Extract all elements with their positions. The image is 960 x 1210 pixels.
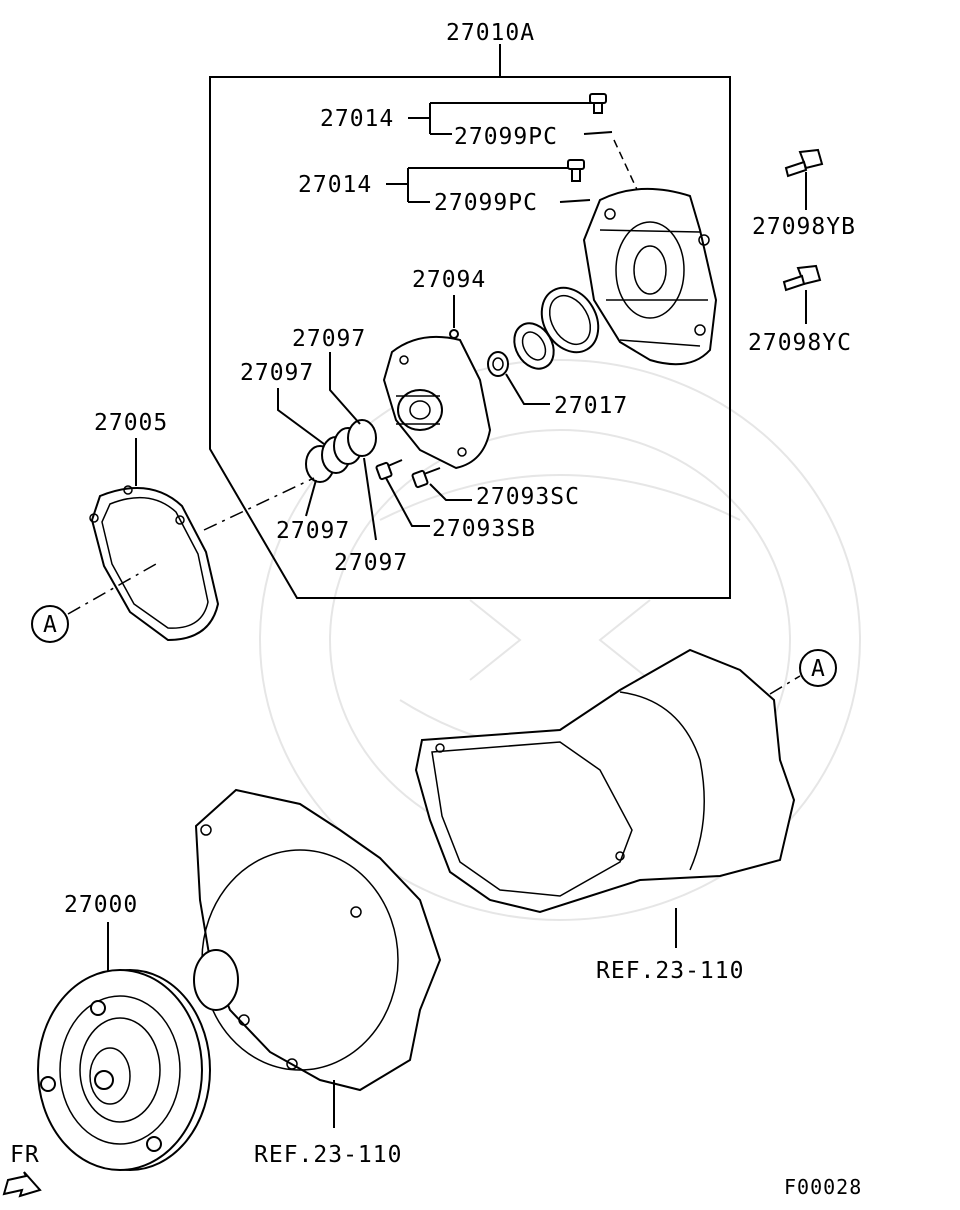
- front-direction-arrow-icon: [2, 1171, 42, 1198]
- screw-upper-icon: [589, 93, 607, 114]
- label-bolt-yc: 27098YC: [748, 330, 852, 356]
- label-pin-lower: 27099PC: [434, 190, 538, 216]
- label-ring-b: 27097: [240, 360, 314, 386]
- callout-a-right-label: A: [811, 656, 826, 682]
- label-bolt-sb: 27093SB: [432, 516, 536, 542]
- label-screw-lower: 27014: [298, 172, 372, 198]
- assembly-frame: [209, 76, 731, 599]
- label-ring-d: 27097: [334, 550, 408, 576]
- label-gasket: 27005: [94, 410, 168, 436]
- label-ref-case: REF.23-110: [596, 958, 744, 984]
- callout-a-right: A: [799, 649, 837, 687]
- label-assembly: 27010A: [446, 20, 535, 46]
- seal-icon: [487, 351, 509, 377]
- label-converter: 27000: [64, 892, 138, 918]
- label-ring-a: 27097: [292, 326, 366, 352]
- bolt-sc-icon: [411, 467, 441, 489]
- label-bolt-yb: 27098YB: [752, 214, 856, 240]
- torque-converter-icon: [37, 969, 211, 1171]
- bolt-yb-icon: [784, 148, 824, 178]
- ring-4-icon: [347, 419, 377, 457]
- gasket-icon: [89, 485, 220, 642]
- label-pin-upper: 27099PC: [454, 124, 558, 150]
- callout-a-left-label: A: [43, 612, 58, 638]
- label-ref-housing: REF.23-110: [254, 1142, 402, 1168]
- converter-housing-icon: [193, 788, 442, 1092]
- pump-cover-icon: [582, 187, 718, 366]
- screw-lower-icon: [567, 159, 585, 182]
- label-ring-c: 27097: [276, 518, 350, 544]
- label-fr: FR: [10, 1142, 40, 1168]
- label-oring: 27094: [412, 267, 486, 293]
- label-screw-upper: 27014: [320, 106, 394, 132]
- label-seal: 27017: [554, 393, 628, 419]
- bolt-yc-icon: [782, 264, 822, 292]
- bolt-sb-icon: [375, 459, 403, 481]
- pump-housing-icon: [382, 335, 492, 470]
- inner-gear-icon: [513, 322, 555, 370]
- figure-code: F00028: [784, 1175, 862, 1199]
- label-bolt-sc: 27093SC: [476, 484, 580, 510]
- transmission-case-icon: [414, 648, 796, 914]
- callout-a-left: A: [31, 605, 69, 643]
- oring-icon: [449, 329, 459, 339]
